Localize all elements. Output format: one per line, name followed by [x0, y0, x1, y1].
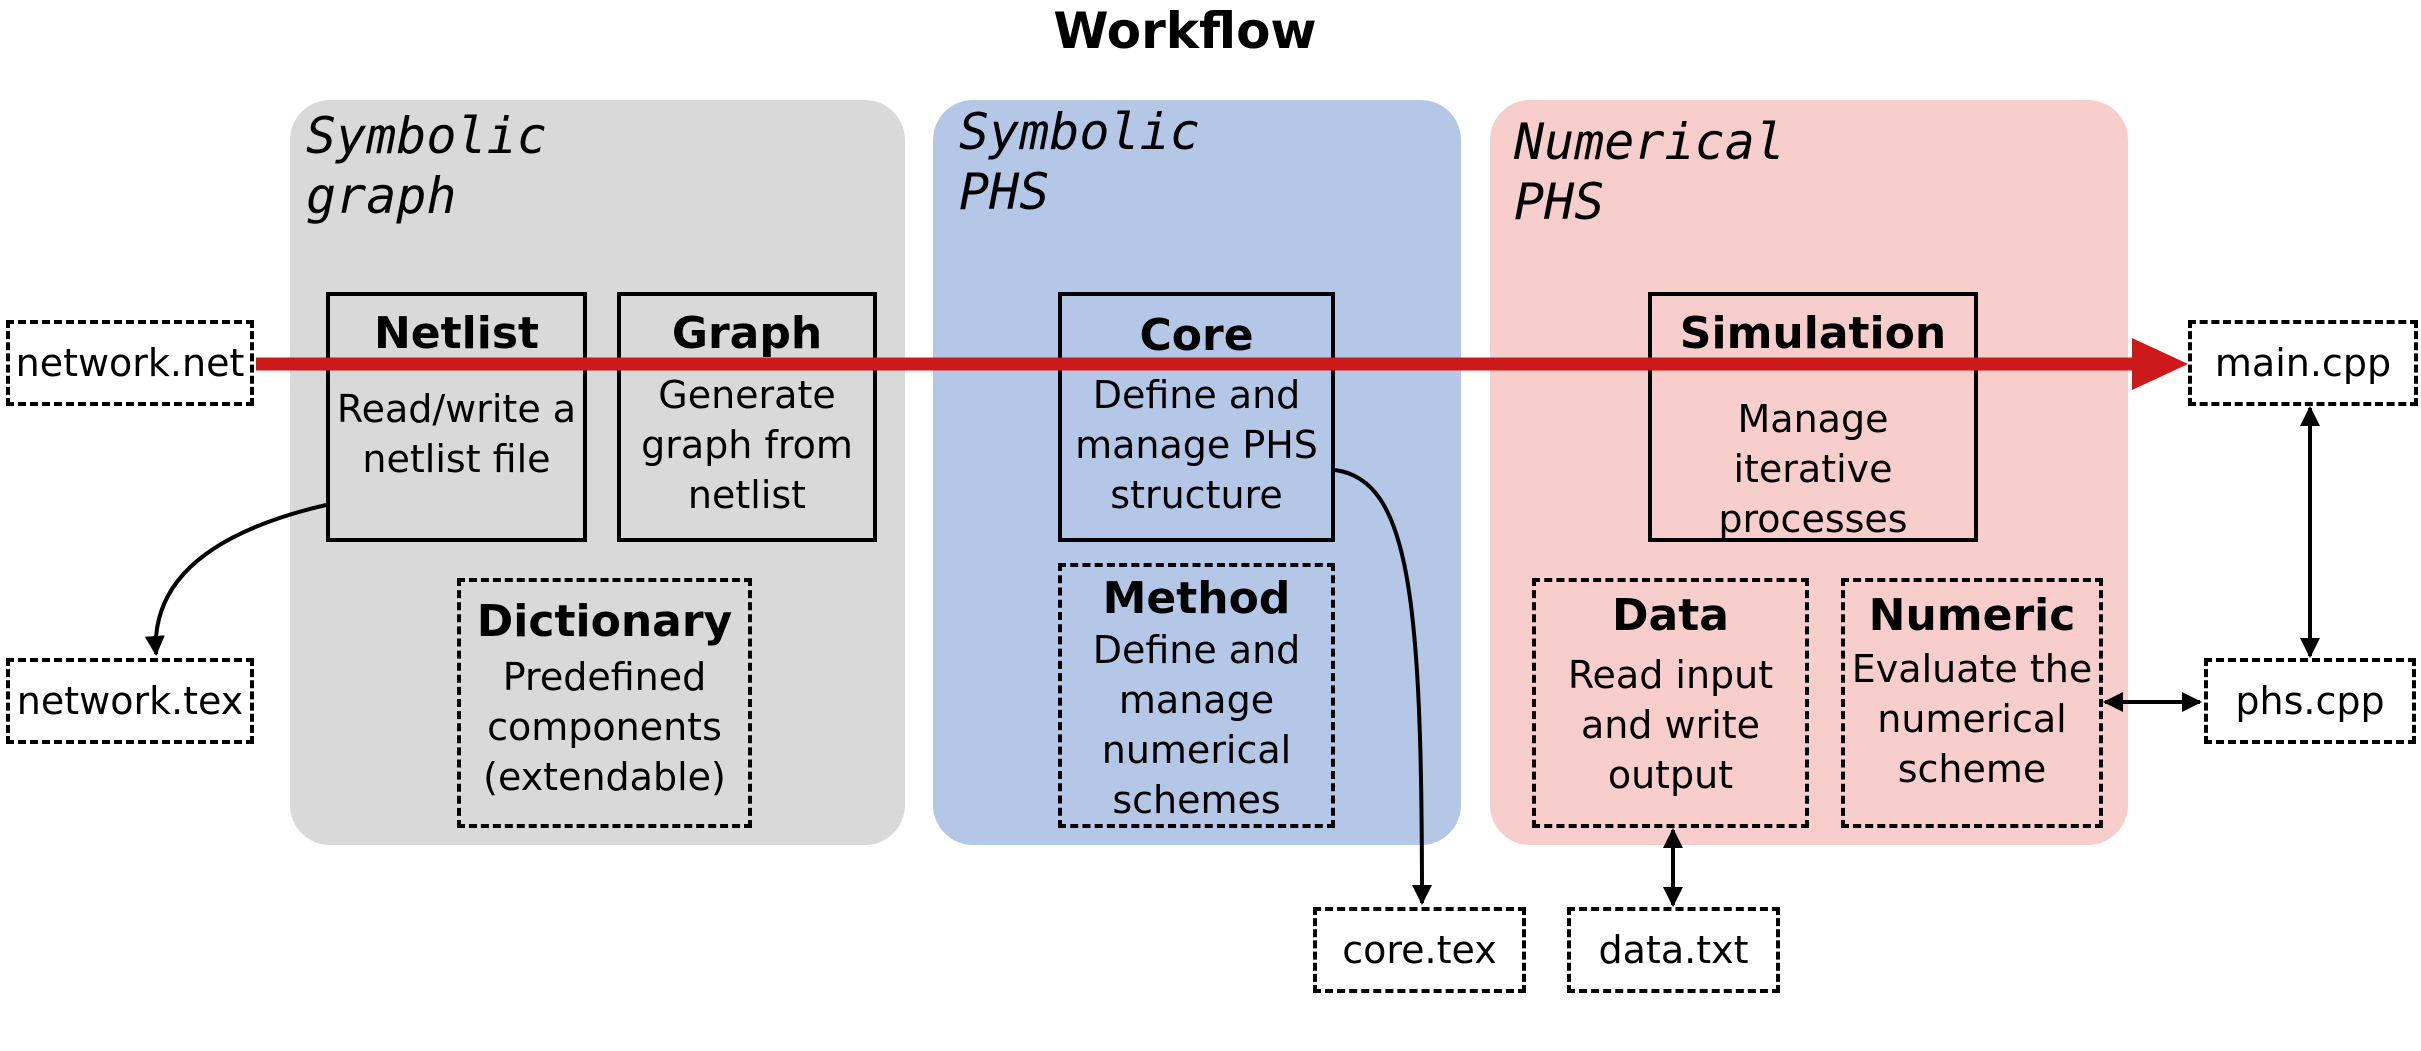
netlist-desc-line: Read/write a [336, 387, 577, 431]
netlist-module: Netlist Read/write a netlist file [326, 292, 587, 542]
method-desc-line: numerical [1101, 728, 1292, 772]
method-desc-line: schemes [1112, 778, 1281, 822]
panel-symbolic-graph: Symbolic graph [290, 100, 905, 845]
core-module: Core Define and manage PHS structure [1058, 292, 1335, 542]
netlist-to-network-tex-link [144, 503, 327, 656]
graph-desc-line: graph from [641, 423, 853, 467]
panel-label-line2: graph [306, 167, 457, 225]
simulation-desc-line: Manage iterative [1733, 397, 1893, 491]
graph-module: Graph Generate graph from netlist [617, 292, 877, 542]
diagram-title: Workflow [1053, 2, 1317, 60]
main-flow-arrowhead [2132, 338, 2188, 390]
panel-label-line2: PHS [959, 163, 1050, 221]
data-desc-line: Read input [1567, 653, 1774, 697]
panel-label-line2: PHS [1514, 173, 1605, 231]
panel-label-line1: Symbolic [959, 103, 1200, 161]
numeric-desc-line: scheme [1897, 747, 2047, 791]
core-desc-line: structure [1110, 473, 1283, 517]
graph-title: Graph [671, 308, 823, 359]
numeric-desc-line: numerical [1877, 697, 2067, 741]
file-network-tex: network.tex [6, 658, 254, 744]
simulation-title: Simulation [1679, 308, 1947, 359]
dictionary-desc-line: components [487, 705, 722, 749]
simulation-desc-line: processes [1718, 497, 1908, 541]
file-main-cpp: main.cpp [2188, 320, 2418, 406]
netlist-desc-line: netlist file [362, 437, 551, 481]
core-desc-line: manage PHS [1075, 423, 1318, 467]
panel-numerical-phs: Numerical PHS [1490, 100, 2128, 845]
numeric-title: Numeric [1868, 590, 2076, 641]
data-module: Data Read input and write output [1532, 578, 1809, 828]
core-desc-line: Define and [1092, 373, 1301, 417]
core-to-core-tex-link [1334, 468, 1432, 905]
file-phs-cpp: phs.cpp [2204, 658, 2416, 744]
method-title: Method [1102, 573, 1291, 624]
file-data-txt: data.txt [1567, 907, 1780, 993]
file-core-tex: core.tex [1313, 907, 1526, 993]
panel-label-line1: Symbolic [306, 107, 547, 165]
panel-symbolic-phs: Symbolic PHS [933, 100, 1461, 845]
graph-desc-line: Generate [658, 373, 836, 417]
panel-label-symbolic-phs: Symbolic PHS [959, 102, 1200, 222]
data-title: Data [1612, 590, 1729, 641]
method-module: Method Define and manage numerical schem… [1058, 563, 1335, 828]
dictionary-title: Dictionary [476, 596, 733, 647]
panel-label-line1: Numerical [1514, 113, 1785, 171]
dictionary-desc-line: (extendable) [483, 755, 726, 799]
data-desc-line: and write [1580, 703, 1761, 747]
dictionary-module: Dictionary Predefined components (extend… [457, 578, 752, 828]
data-desc-line: output [1607, 753, 1734, 797]
core-title: Core [1139, 310, 1254, 361]
numeric-desc-line: Evaluate the [1851, 647, 2093, 691]
file-network-net: network.net [6, 320, 254, 406]
simulation-module: Simulation Manage iterative processes [1648, 292, 1978, 542]
graph-desc-line: netlist [687, 473, 807, 517]
panel-label-symbolic-graph: Symbolic graph [306, 106, 547, 226]
numeric-module: Numeric Evaluate the numerical scheme [1841, 578, 2103, 828]
panel-label-numerical-phs: Numerical PHS [1514, 112, 1785, 232]
method-desc-line: Define and [1092, 628, 1301, 672]
netlist-title: Netlist [373, 308, 540, 359]
dictionary-desc-line: Predefined [502, 655, 707, 699]
method-desc-line: manage [1118, 678, 1275, 722]
